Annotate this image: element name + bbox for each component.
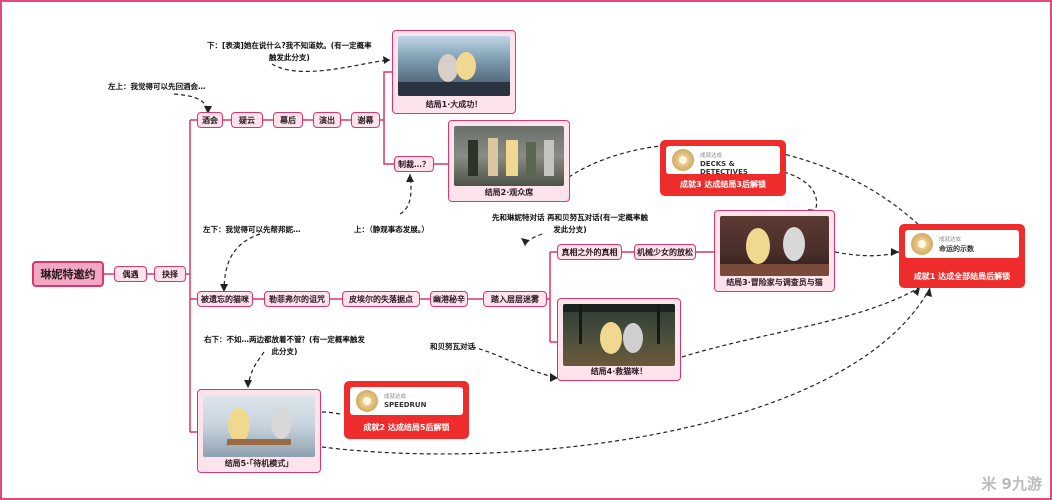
medal-icon — [911, 233, 933, 255]
node-jixie[interactable]: 机械少女的放松 — [634, 244, 696, 260]
node-label: 幕后 — [280, 115, 296, 125]
node-xiemu[interactable]: 谢幕 — [351, 112, 380, 128]
note-down-branch: 下：[表演]她在说什么?我不知道欸。(有一定概率触发此分支) — [207, 41, 372, 62]
node-maomi[interactable]: 被遗忘的猫咪 — [197, 291, 253, 307]
dashed-arrow — [223, 233, 261, 293]
ending-3-card[interactable]: 结局3·冒险家与调查员与猫 — [714, 210, 835, 292]
achievement-2-tag: 成就达成 — [384, 394, 407, 400]
achievement-3-banner: 成就达成 DECKS & DETECTIVES — [666, 146, 780, 176]
node-label: 抉择 — [162, 269, 178, 279]
node-label: 皮埃尔的失落据点 — [349, 294, 413, 304]
node-ouyu[interactable]: 偶遇 — [114, 266, 147, 282]
node-label: 勒菲弗尔的诅咒 — [269, 294, 325, 304]
node-label: 制裁…？ — [398, 159, 430, 169]
ending-4-caption: 结局4·救猫咪！ — [590, 367, 648, 376]
dashed-arrow — [524, 233, 543, 247]
dashed-arrow — [471, 346, 559, 379]
node-jiuhui[interactable]: 酒会 — [197, 112, 223, 128]
ending-4-image — [563, 304, 675, 366]
note-talk-branch: 先和琳妮特对话 再和贝努瓦对话(有一定概率触发此分支) — [492, 213, 649, 234]
watermark-logo: 米 9九游 — [981, 475, 1042, 493]
root-label: 琳妮特邀约 — [40, 268, 96, 281]
note-downright: 右下：不如…两边都放着不管？(有一定概率触发此分支) — [204, 335, 365, 356]
achievement-2-caption: 成就2 达成结局5后解锁 — [363, 423, 450, 432]
achievement-1-tag: 成就达成 — [939, 237, 962, 243]
achievement-1-banner: 成就达成 命运的示数 — [905, 230, 1019, 258]
ending-2-caption: 结局2·观众席 — [484, 188, 534, 197]
ending-2-card[interactable]: 结局2·观众席 — [448, 120, 570, 202]
ending-5-image — [203, 395, 315, 457]
achievement-1-name: 命运的示数 — [939, 245, 974, 253]
dashed-arrow — [834, 251, 900, 257]
node-label: 幽港秘辛 — [433, 294, 465, 304]
node-label: 真相之外的真相 — [561, 247, 618, 257]
achievement-2-name: SPEEDRUN — [384, 401, 427, 409]
achievement-1-card[interactable]: 成就达成 命运的示数 成就1 达成全部结局后解锁 — [899, 224, 1025, 288]
node-label: 机械少女的放松 — [637, 247, 693, 257]
node-label: 演出 — [319, 115, 335, 125]
ending-5-caption: 结局5·「待机模式」 — [224, 459, 294, 468]
ending-3-image — [720, 216, 829, 276]
achievement-2-banner: 成就达成 SPEEDRUN — [350, 387, 463, 415]
medal-icon — [356, 390, 378, 412]
achievement-2-card[interactable]: 成就达成 SPEEDRUN 成就2 达成结局5后解锁 — [344, 381, 469, 439]
achievement-3-name: DECKS & DETECTIVES — [700, 160, 748, 176]
ending-2-image — [454, 126, 564, 186]
node-yanchu[interactable]: 演出 — [313, 112, 341, 128]
root-node[interactable]: 琳妮特邀约 — [32, 261, 104, 287]
note-downleft: 左下：我觉得可以先帮邦妮… — [203, 225, 301, 234]
node-lefeier[interactable]: 勒菲弗尔的诅咒 — [264, 291, 330, 307]
node-zhicai[interactable]: 制裁…？ — [394, 156, 434, 172]
ending-3-caption: 结局3·冒险家与调查员与猫 — [726, 278, 823, 287]
ending-1-card[interactable]: 结局1·大成功！ — [392, 30, 516, 114]
node-yiyun[interactable]: 疑云 — [231, 112, 263, 128]
ending-4-card[interactable]: 结局4·救猫咪！ — [557, 298, 681, 381]
achievement-3-tag: 成就达成 — [700, 153, 723, 159]
dashed-arrow — [681, 286, 921, 358]
node-yougang[interactable]: 幽港秘辛 — [430, 291, 468, 307]
note-upleft: 左上：我觉得可以先回酒会… — [108, 82, 206, 91]
node-label: 被遗忘的猫咪 — [201, 294, 249, 304]
node-label: 谢幕 — [357, 115, 374, 125]
node-piyongr[interactable]: 皮埃尔的失落据点 — [342, 291, 420, 307]
node-label: 偶遇 — [122, 269, 139, 279]
ending-1-image — [398, 36, 510, 96]
node-mubei[interactable]: 幕后 — [273, 112, 303, 128]
dashed-arrow — [321, 411, 343, 415]
node-label: 酒会 — [202, 115, 218, 125]
dashed-arrow — [173, 93, 209, 115]
node-jueze[interactable]: 抉择 — [154, 266, 186, 282]
note-up: 上：（静观事态发展。） — [354, 225, 429, 234]
achievement-3-caption: 成就3 达成结局3后解锁 — [680, 180, 766, 189]
node-zhenxiang[interactable]: 真相之外的真相 — [557, 244, 622, 260]
ending-5-card[interactable]: 结局5·「待机模式」 — [197, 389, 321, 473]
ending-1-caption: 结局1·大成功！ — [425, 100, 483, 109]
achievement-1-caption: 成就1 达成全部结局后解锁 — [913, 272, 1011, 281]
note-talk-benoit: 和贝努瓦对话 — [430, 342, 475, 351]
dashed-arrow — [321, 287, 931, 455]
node-cengceng[interactable]: 踏入层层迷雾 — [483, 291, 547, 307]
dashed-arrow — [399, 173, 412, 215]
node-label: 疑云 — [239, 115, 255, 125]
achievement-3-card[interactable]: 成就达成 DECKS & DETECTIVES 成就3 达成结局3后解锁 — [660, 140, 786, 196]
medal-icon — [672, 149, 694, 171]
node-label: 踏入层层迷雾 — [491, 294, 539, 304]
